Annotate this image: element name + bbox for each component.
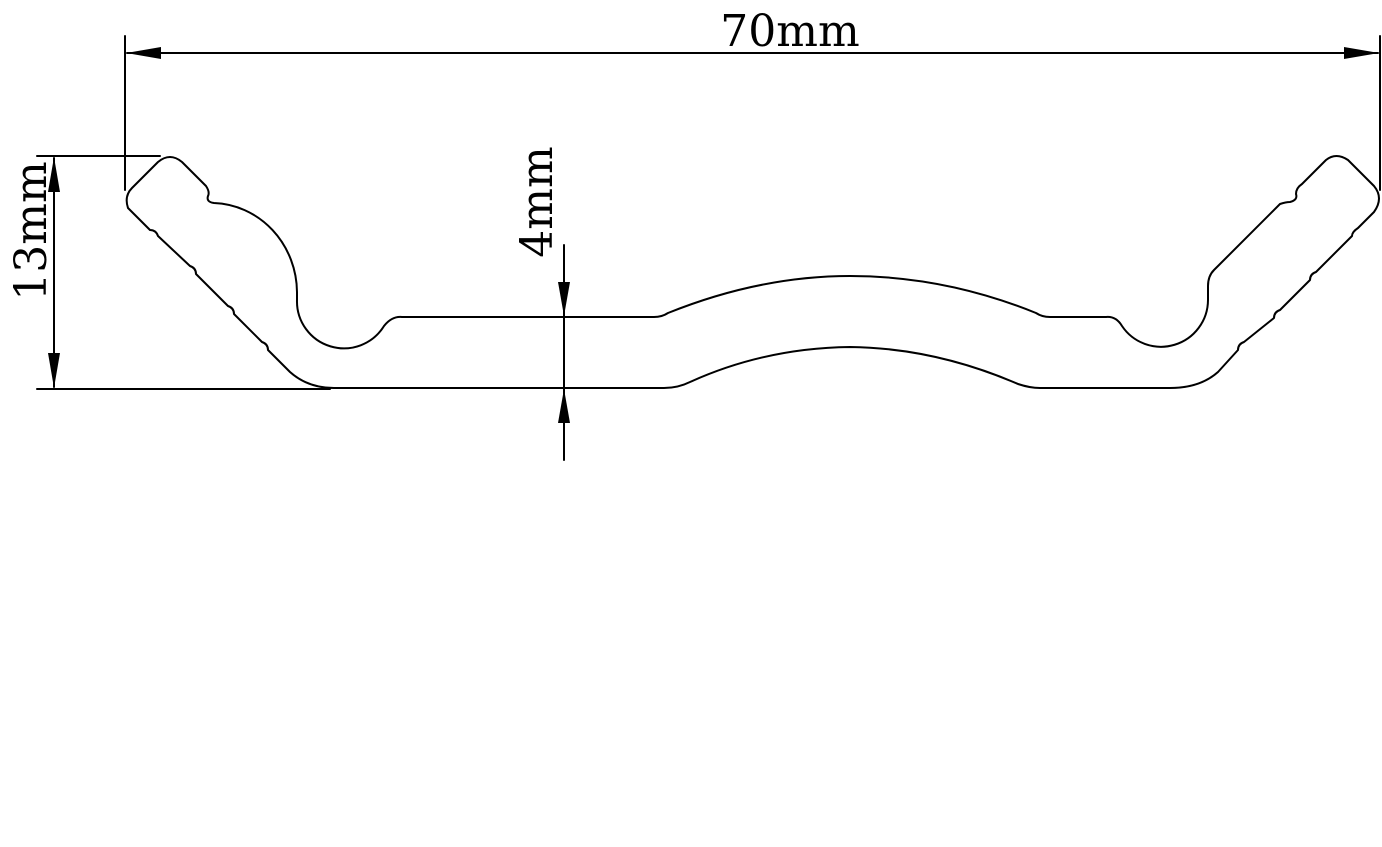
rim-profile-outline: [125, 155, 1380, 389]
arrow-down-thickness-icon: [558, 282, 570, 316]
height-label: 13mm: [6, 161, 57, 300]
arrow-up-thickness-icon: [558, 389, 570, 423]
arrow-down-icon: [48, 353, 60, 388]
arrow-left-icon: [126, 47, 161, 59]
width-label: 70mm: [720, 6, 859, 57]
arrow-right-icon: [1344, 47, 1379, 59]
thickness-label: 4mm: [512, 146, 563, 257]
arrow-up-icon: [48, 157, 60, 192]
